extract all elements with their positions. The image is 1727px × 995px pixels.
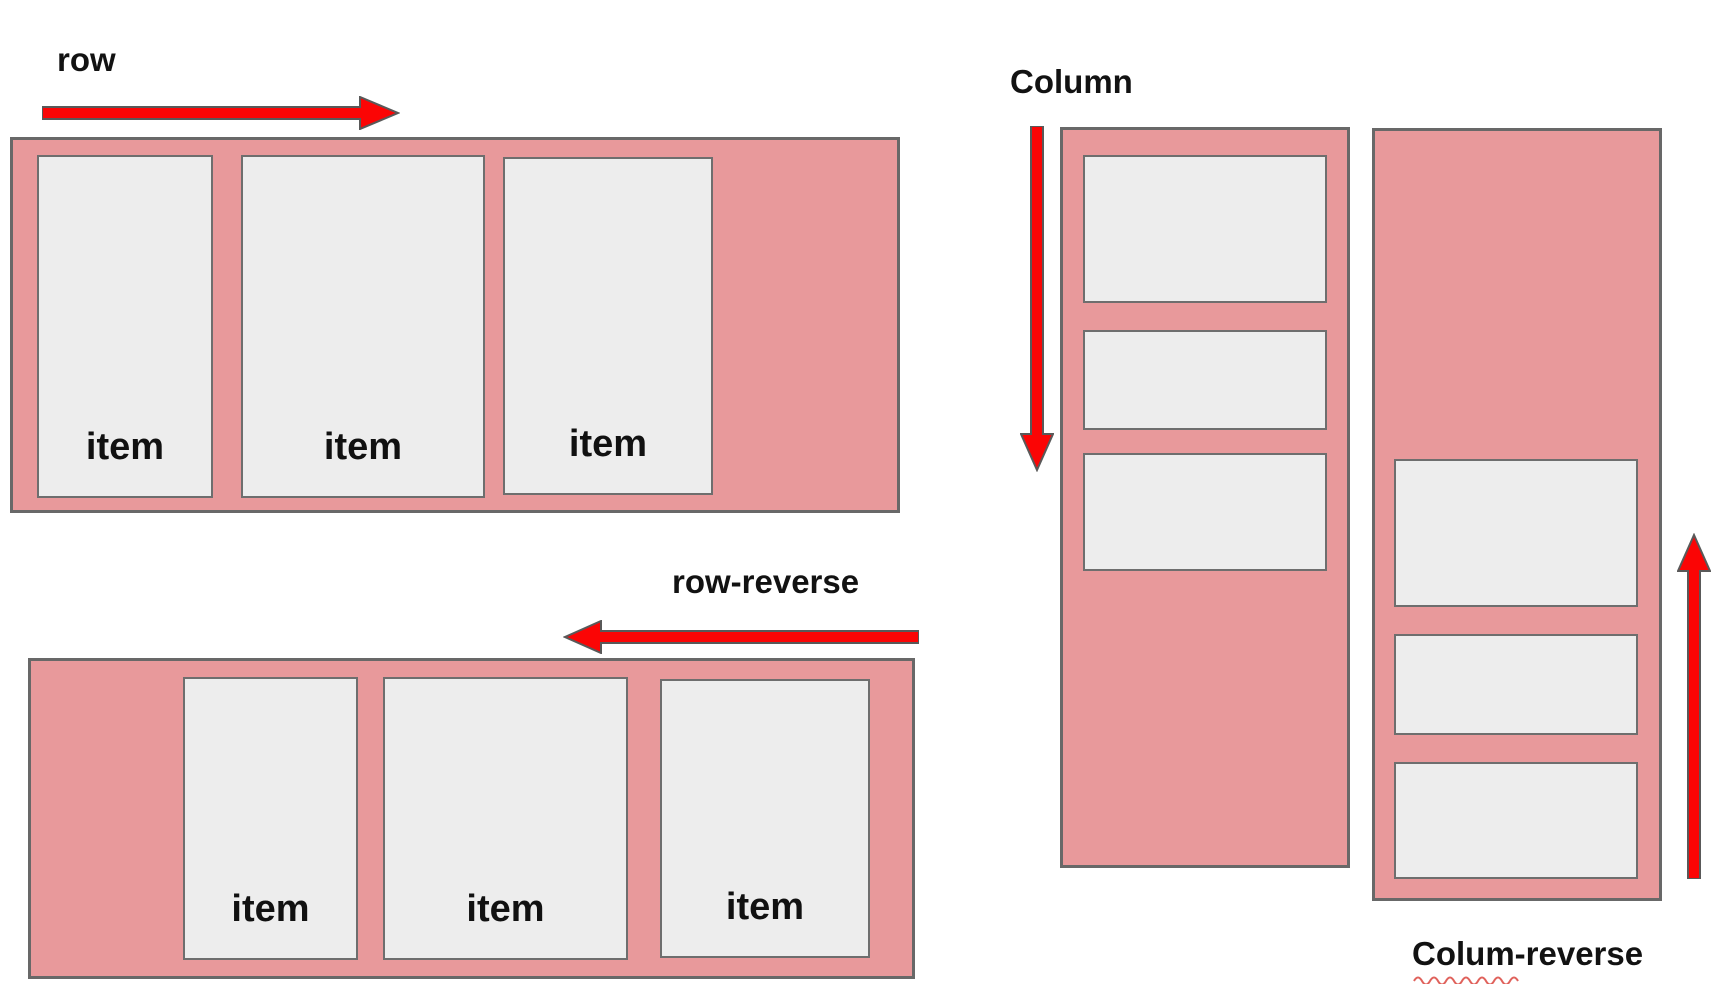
flex-item-label: item xyxy=(466,888,545,930)
arrow-up-icon xyxy=(1677,533,1711,879)
arrow-left-icon xyxy=(563,620,919,654)
flex-item xyxy=(1394,634,1638,735)
flex-item xyxy=(1394,459,1638,607)
spellcheck-squiggle xyxy=(1413,976,1519,984)
column-flex-container xyxy=(1060,127,1350,868)
flex-item: item xyxy=(383,677,628,960)
row-label: row xyxy=(57,41,116,78)
flex-item xyxy=(1083,155,1327,303)
flex-item-label: item xyxy=(231,888,310,930)
flex-item xyxy=(1083,453,1327,571)
row-reverse-flex-container: item item item xyxy=(28,658,915,979)
flex-item xyxy=(1394,762,1638,879)
flex-item xyxy=(1083,330,1327,430)
flex-item: item xyxy=(660,679,870,958)
column-reverse-flex-container xyxy=(1372,128,1662,901)
flex-item: item xyxy=(37,155,213,498)
flex-item-label: item xyxy=(85,426,165,468)
flex-item: item xyxy=(183,677,358,960)
row-reverse-label: row-reverse xyxy=(672,563,860,600)
column-reverse-label: Colum-reverse xyxy=(1412,935,1644,972)
row-flex-container: item item item xyxy=(10,137,900,513)
arrow-down-icon xyxy=(1020,126,1054,472)
flex-item: item xyxy=(503,157,713,495)
column-label: Column xyxy=(1010,63,1133,100)
arrow-right-icon xyxy=(42,96,400,130)
flex-item-label: item xyxy=(568,423,648,465)
flex-item: item xyxy=(241,155,485,498)
flex-item-label: item xyxy=(323,426,403,468)
flex-item-label: item xyxy=(725,886,805,928)
